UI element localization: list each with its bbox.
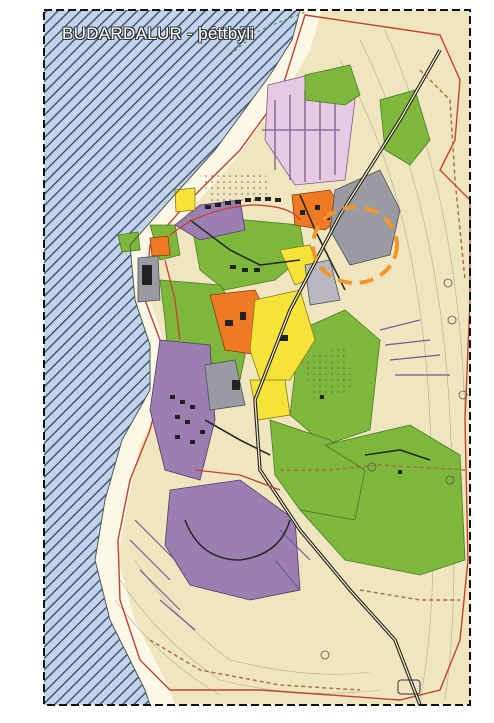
public-area-3 [174,187,196,213]
harbour-symbol [397,679,421,695]
open-area-dotted-2 [300,345,355,400]
green-area-ne [304,64,361,106]
open-area-dotted [200,170,270,210]
industry-area-3 [204,359,246,411]
residential-existing-west [149,339,216,481]
green-area-peninsula [117,231,141,253]
footpaths [149,69,466,691]
map-title: BUDARDALUR - þéttbýli [62,24,255,43]
industry-area-2 [304,259,341,306]
green-area-ne2 [379,89,431,166]
map-border [43,9,471,706]
highlight-circle [311,205,399,285]
industry-area-1 [329,169,401,266]
green-dashed-line [229,9,311,56]
planned-streets-south [129,319,450,631]
sea-area [44,10,300,705]
red-roads [164,204,301,491]
center-area-small [149,235,171,257]
map-symbols [320,278,468,660]
residential-existing-south [164,479,301,601]
residential-existing-north [174,199,246,241]
green-area-large [298,424,466,576]
coastline [94,9,301,706]
